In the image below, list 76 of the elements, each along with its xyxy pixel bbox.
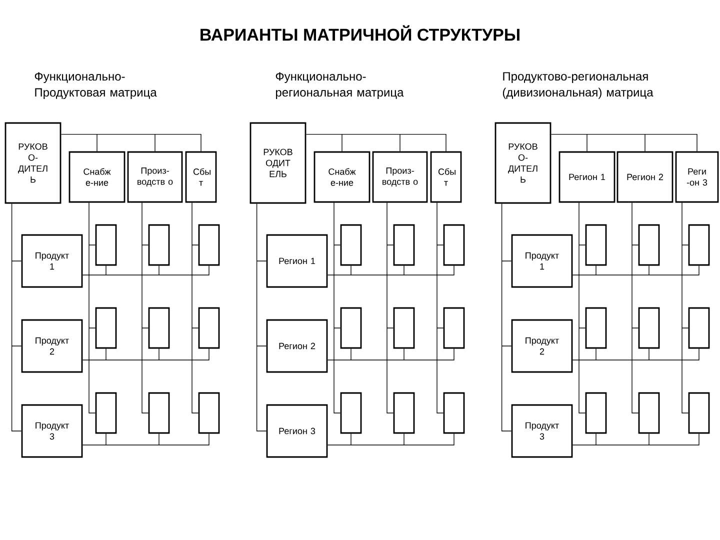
connector-line [572,433,700,446]
cell-box [585,307,607,349]
row-box: Продукт 3 [21,404,83,458]
row-box: Продукт 1 [21,234,83,288]
cell-box [638,224,660,266]
cell-box [393,307,415,349]
manager-box: РУКОВ О- ДИТЕЛ Ь [494,122,552,204]
panel-heading: Функционально- Продуктовая матрица [34,72,157,99]
cell-box [688,224,710,266]
connector-line [327,265,454,276]
row-box: Регион 3 [266,404,328,458]
connector-line [327,348,454,360]
column-box: Реги -он 3 [675,151,719,203]
title: ВАРИАНТЫ МАТРИЧНОЙ СТРУКТУРЫ [200,25,520,41]
connector-line [82,265,210,276]
cell-box [95,392,117,434]
row-box: Продукт 2 [511,319,573,373]
manager-box: РУКОВ О- ДИТЕЛ Ь [4,122,62,204]
cell-box [393,392,415,434]
panel-heading: Продуктово-региональная (дивизиональная) матрица [502,72,654,99]
cell-box [638,392,660,434]
cell-box [198,307,220,349]
cell-box [198,392,220,434]
connector-line [82,433,210,446]
connector-line [327,433,454,446]
connector-line [436,202,444,414]
cell-box [95,224,117,266]
row-box: Продукт 1 [511,234,573,288]
connector-line [572,265,700,276]
cell-box [443,224,465,266]
cell-box [688,392,710,434]
cell-box [443,392,465,434]
row-box: Продукт 2 [21,319,83,373]
panel-heading: Функционально- региональная матрица [276,72,404,99]
cell-box [393,224,415,266]
cell-box [340,224,362,266]
connector-line [60,134,202,152]
cell-box [585,224,607,266]
column-box: Снабж е-ние [68,151,126,203]
column-box: Сбы т [185,151,217,203]
connector-line [501,203,512,432]
row-box: Продукт 3 [511,404,573,458]
cell-box [148,392,170,434]
cell-box [148,307,170,349]
connector-line [632,202,639,414]
cell-box [585,392,607,434]
column-box: Сбы т [430,151,462,203]
column-box: Регион 2 [616,151,674,203]
row-box: Регион 2 [266,319,328,373]
connector-line [256,203,267,432]
cell-box [340,392,362,434]
cell-box [340,307,362,349]
cell-box [95,307,117,349]
manager-box: РУКОВ ОДИТ ЕЛЬ [250,122,306,204]
connector-line [578,202,586,414]
column-box: Снабж е-ние [314,151,370,203]
column-box: Регион 1 [558,151,616,203]
connector-line [550,134,698,152]
connector-line [11,203,22,432]
cell-box [198,224,220,266]
connector-line [88,202,96,414]
connector-line [306,134,446,152]
cell-box [148,224,170,266]
cell-box [638,307,660,349]
column-box: Произ- водств о [372,151,428,203]
column-box: Произ- водств о [127,151,183,203]
connector-line [572,348,700,360]
connector-line [142,202,149,414]
connector-line [334,202,341,414]
row-box: Регион 1 [266,234,328,288]
cell-box [443,307,465,349]
cell-box [688,307,710,349]
connector-line [386,202,394,414]
connector-line [682,202,689,414]
connector-line [82,348,210,360]
connector-line [192,202,199,414]
